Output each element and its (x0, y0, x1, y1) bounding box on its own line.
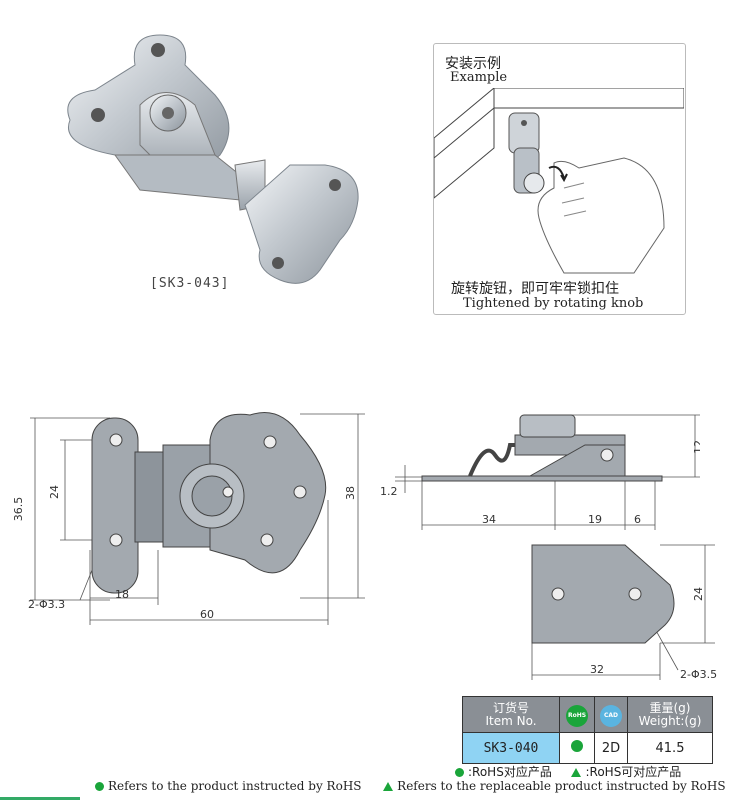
product-photo (67, 34, 359, 284)
rohs-icon: RoHS (566, 705, 588, 727)
front-view-drawing: 36.5 24 38 2-Φ3.3 18 60 (12, 412, 365, 625)
dim-side-thickness: 1.2 (380, 485, 398, 498)
rohs-dot-icon (455, 768, 464, 777)
dim-side-height: 12 (692, 440, 700, 454)
dim-front-width: 60 (200, 608, 214, 621)
cell-rohs (559, 732, 595, 764)
spec-table: 订货号 Item No. RoHS CAD 重量(g) Weight:(g) S… (462, 696, 713, 764)
col-cad: CAD (594, 696, 628, 733)
col-weight: 重量(g) Weight:(g) (627, 696, 713, 733)
example-caption-en: Tightened by rotating knob (463, 296, 644, 311)
example-title-en: Example (450, 70, 508, 85)
col-item-no: 订货号 Item No. (462, 696, 560, 733)
plate-drawing: 24 32 2-Φ3.5 (531, 544, 717, 681)
dim-plate-hole-dia: 2-Φ3.5 (680, 668, 717, 681)
example-title-cn: 安装示例 (445, 56, 501, 72)
table-header: 订货号 Item No. RoHS CAD 重量(g) Weight:(g) (462, 696, 713, 733)
dim-plate-height: 24 (692, 587, 705, 601)
legend-cn: :RoHS对应产品 :RoHS可对应产品 (455, 763, 681, 780)
example-caption-cn: 旋转旋钮，即可牢牢锁扣住 (451, 281, 619, 297)
dim-side-b: 19 (588, 513, 602, 526)
replaceable-triangle-icon (571, 768, 582, 777)
dim-front-offset: 18 (115, 588, 129, 601)
example-illustration (434, 88, 684, 274)
cell-weight: 41.5 (627, 732, 713, 764)
replaceable-triangle-icon (383, 782, 394, 791)
dim-side-a: 34 (482, 513, 496, 526)
model-label: [SK3-043] (150, 276, 230, 291)
dim-front-hole-dia: 2-Φ3.3 (28, 598, 65, 611)
cell-cad: 2D (594, 732, 628, 764)
dim-side-c: 6 (634, 513, 641, 526)
dim-front-height-right: 38 (344, 486, 357, 500)
table-row: SK3-040 2D 41.5 (462, 732, 713, 764)
dim-plate-width: 32 (590, 663, 604, 676)
cad-icon: CAD (600, 705, 622, 727)
dim-front-hole-spacing: 24 (48, 485, 61, 499)
side-view-drawing: 1.2 12 34 19 6 (380, 414, 700, 530)
rohs-dot-icon (571, 740, 583, 752)
col-rohs: RoHS (559, 696, 595, 733)
bottom-accent-line (0, 797, 80, 800)
dim-front-height-outer: 36.5 (12, 497, 25, 522)
cell-item-no: SK3-040 (462, 732, 560, 764)
legend-en: Refers to the product instructed by RoHS… (95, 779, 726, 793)
rohs-dot-icon (95, 782, 104, 791)
